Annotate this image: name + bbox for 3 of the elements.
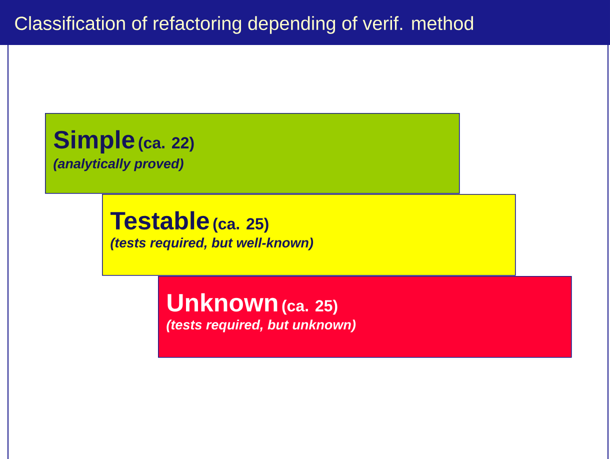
category-box: Simple (ca. 22) (analytically proved) <box>45 113 460 194</box>
category-box: Unknown (ca. 25) (tests required, but unknown) <box>158 276 572 358</box>
title-bar: Classification of refactoring depending of verif. method <box>0 0 610 45</box>
